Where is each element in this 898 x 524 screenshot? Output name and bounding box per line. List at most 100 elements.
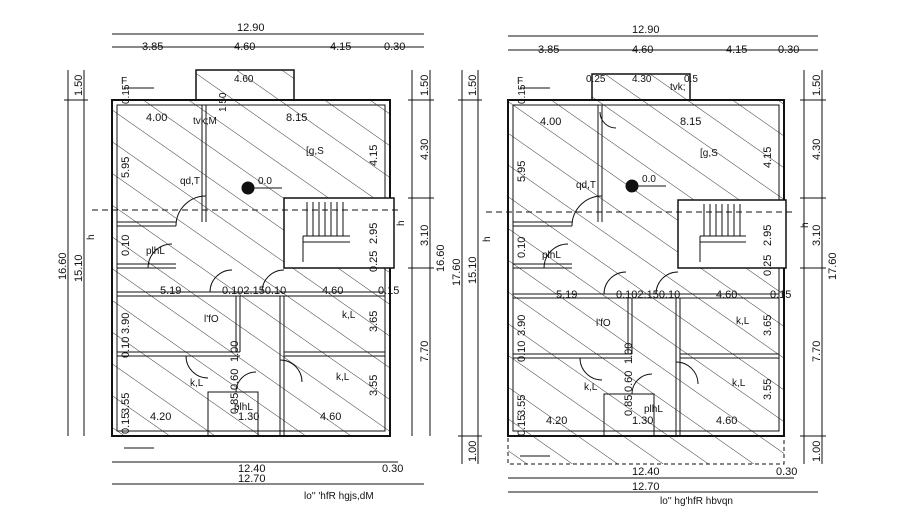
plan-2-d-025: 0.25 (762, 255, 774, 276)
plan-1-dim-right-upper: 4.30 (419, 139, 431, 160)
plan-2-labels: 12.90 3.85 4.60 4.15 0.30 12.40 0.30 12.… (451, 24, 839, 507)
plan-1-projection-small: 1.50 (218, 92, 229, 112)
plan-2-d-415: 4.15 (762, 147, 774, 168)
plan-2-d-295: 2.95 (762, 225, 774, 246)
plan-1-d-295: 2.95 (368, 223, 380, 244)
plan-2-d-390: 3.90 (516, 315, 528, 336)
plan-1-d-010b: 0.10 (120, 337, 132, 358)
plan-2-dim-top-seg-2: 4.60 (632, 44, 653, 56)
plan-2-dim-left-outer: 17.60 (451, 258, 463, 286)
plan-1-room-plhl2: plhL (234, 402, 253, 413)
plan-2-room-kl1: k,L (736, 316, 750, 327)
plan-1-caption: lo'' 'hfR hgjs,dM (304, 491, 374, 502)
plan-1-d-355b: 3.55 (368, 375, 380, 396)
plan-2-room-plhl: plhL (542, 250, 561, 261)
plan-2-level-marker (625, 179, 639, 193)
plan-2-d-595: 5.95 (516, 161, 528, 182)
plan-1-d-460a: 4.60 (322, 285, 343, 297)
plan-2-d-420: 4.20 (546, 415, 567, 427)
plan-1-room-lfo: l'fO (204, 314, 219, 325)
plan-1-dim-bottom-inner: 12.40 (238, 463, 266, 475)
plan-1-d-355a: 3.55 (120, 393, 132, 414)
plan-1-stair-treads (302, 202, 350, 262)
plan-1-d-085: 0.85 (229, 393, 241, 414)
plan-1-d-460b: 4.60 (320, 411, 341, 423)
plan-2-d-460b: 4.60 (716, 415, 737, 427)
plan-1-d-015: 0.15 (378, 285, 399, 297)
plan-2-projection-small2: 0.5 (684, 74, 698, 85)
plan-2-dim-right-outer: 17.60 (827, 252, 839, 280)
plan-2-room-gs: [g,S (700, 148, 718, 159)
plan-1-room-kl2: k,L (190, 378, 204, 389)
plan-2-dim-right-lower: 7.70 (811, 341, 823, 362)
plan-2-top-projection (591, 73, 691, 101)
plan-2-d-100: 1.00 (623, 343, 635, 364)
plan-1-dim-bottom-extra: 0.30 (382, 463, 403, 475)
plan-2-projection-hatch (592, 74, 690, 100)
plan-2-dim-right-bottom: 1.00 (811, 441, 823, 462)
plan-1-d-390: 3.90 (120, 313, 132, 334)
plan-1-north-mark: F (121, 76, 127, 87)
plan-1-dim-right-mid: 3.10 (419, 225, 431, 246)
plan-2-dim-right-top: 1.50 (811, 75, 823, 96)
plan-2-stair-treads (699, 204, 746, 262)
plan-2-bottom-slab (507, 435, 785, 465)
plan-1-labels: 12.90 3.85 4.60 4.15 0.30 12.40 0.30 12.… (57, 22, 447, 502)
plan-1-room-plhl: plhL (146, 246, 165, 257)
plan-2-room-kl3: k,L (732, 378, 746, 389)
plan-1-d-595: 5.95 (120, 157, 132, 178)
plan-1-d-100: 1.00 (229, 341, 241, 362)
plan-2-projection-small: 0.25 (586, 74, 606, 85)
plan-1-mark-left: h (86, 234, 97, 240)
plan-2-dim-right-upper: 4.30 (811, 139, 823, 160)
plan-1-dim-right-outer: 16.60 (435, 244, 447, 272)
plan-1-mark-right: h (396, 220, 407, 226)
plan-1-d-365: 3.65 (368, 311, 380, 332)
plan-2-room-tvk: tvk; (670, 82, 686, 93)
plan-2-d-015: 0.15 (770, 289, 791, 301)
plan-2-dim-bottom-inner: 12.40 (632, 466, 660, 478)
plan-2-room-plhl2: plhL (644, 404, 663, 415)
plan-1-d-415: 4.15 (368, 145, 380, 166)
plan-1-dim-top-overall: 12.90 (237, 22, 265, 34)
plan-2-dim-bottom-overall: 12.70 (632, 481, 660, 493)
plan-1-level-marker (241, 181, 255, 195)
plan-2-d-400: 4.00 (540, 116, 561, 128)
plan-1-d-400: 4.00 (146, 112, 167, 124)
plan-1 (64, 33, 434, 485)
plan-2-north-mark: F (517, 76, 523, 87)
plan-1-projection: 4.60 (234, 74, 254, 85)
plan-1-d-815: 8.15 (286, 112, 307, 124)
plan-2-d-365: 3.65 (762, 315, 774, 336)
plan-1-dim-top-seg-2: 4.60 (234, 41, 255, 53)
plan-2-dim-top-seg-3: 4.15 (726, 44, 747, 56)
plan-1-level-label: 0.0 (258, 176, 272, 187)
plan-1-dim-top-seg-1: 3.85 (142, 41, 163, 53)
plan-1-dim-right-top: 1.50 (419, 75, 431, 96)
plan-2-mark-right: h (800, 222, 811, 228)
plan-1-dim-left-top: 1.50 (73, 75, 85, 96)
plan-2-d-355a: 3.55 (516, 395, 528, 416)
plan-1-room-qdt: qd,T (180, 176, 200, 187)
plan-2-stair-block (677, 199, 787, 269)
plan-1-dim-top-seg-3: 4.15 (330, 41, 351, 53)
plan-1-dim-bottom-overall: 12.70 (238, 473, 266, 485)
plan-2-room-lfo: l'fO (596, 318, 611, 329)
plan-2-mark-left: h (482, 236, 493, 242)
plan-2-d-460a: 4.60 (716, 289, 737, 301)
plan-1-d-mid: 0.102.150.10 (222, 285, 286, 297)
plan-2-d-010a: 0.10 (516, 237, 528, 258)
plan-1-dim-right-lower: 7.70 (419, 341, 431, 362)
plan-1-d-060: 0.60 (229, 369, 241, 390)
plan-1-dim-top-seg-4: 0.30 (384, 41, 405, 53)
plan-1-room-tvk: tvk;M (193, 116, 217, 127)
plan-2-d-060: 0.60 (623, 371, 635, 392)
plan-1-room-kl1: k,L (342, 310, 356, 321)
plan-2-room-kl2: k,L (584, 382, 598, 393)
plan-1-wall-small: 0.15 (121, 84, 132, 104)
plan-2-d-815: 8.15 (680, 116, 701, 128)
plan-1-d-015b: 0.15 (120, 413, 132, 434)
plan-2-dim-left-inner: 15.10 (467, 256, 479, 284)
